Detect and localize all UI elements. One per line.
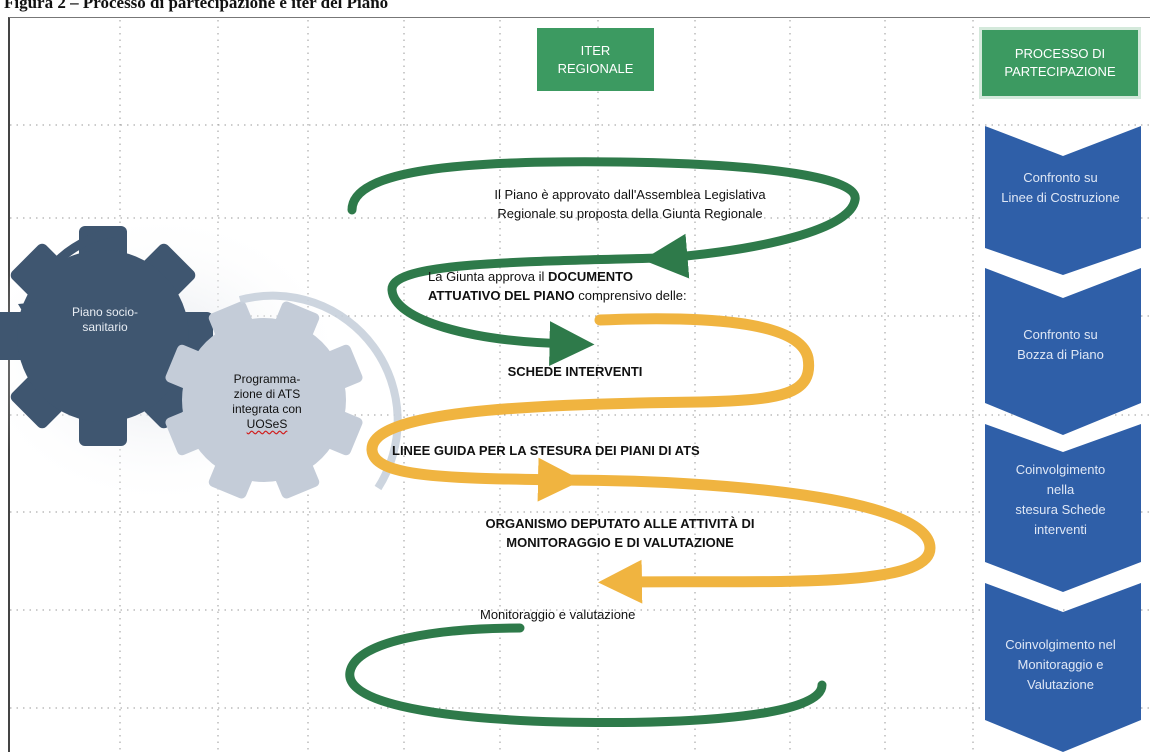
step-linee-guida: LINEE GUIDA PER LA STESURA DEI PIANI DI … <box>392 443 700 458</box>
step-giunta: La Giunta approva il DOCUMENTO ATTUATIVO… <box>428 269 687 303</box>
step-monitoraggio: Monitoraggio e valutazione <box>480 607 636 622</box>
processo-partecipazione-header: PROCESSO DI PARTECIPAZIONE <box>979 27 1141 99</box>
participation-header-line-1: PROCESSO DI <box>1014 46 1106 62</box>
step-approval: Il Piano è approvato dall'Assemblea Legi… <box>494 187 766 221</box>
small-gear-arrow <box>238 291 402 491</box>
chevron-4-text: Coinvolgimento nel Monitoraggio e Valuta… <box>1005 637 1116 693</box>
step-organismo: ORGANISMO DEPUTATO ALLE ATTIVITÀ DI MONI… <box>485 516 755 550</box>
figure-caption: Figura 2 – Processo di partecipazione e … <box>4 0 389 12</box>
small-gear <box>165 301 363 499</box>
step-schede-interventi: SCHEDE INTERVENTI <box>507 364 643 379</box>
iter-header-line-1: ITER <box>580 42 611 58</box>
participation-chevrons <box>985 126 1141 752</box>
large-gear-arrow <box>23 227 119 312</box>
chevron-3-text: Coinvolgimento nella stesura Schede inte… <box>1015 462 1106 538</box>
large-gear <box>0 226 213 446</box>
green-loops <box>345 157 860 728</box>
large-gear-label: Piano socio- sanitario <box>71 305 139 334</box>
small-gear-label: Programma- zione di ATS integrata con UO… <box>232 372 302 431</box>
chevron-2-text: Confronto su Bozza di Piano <box>1017 327 1104 363</box>
chevron-1-text: Confronto su Linee di Costruzione <box>1001 170 1120 206</box>
participation-header-line-2: PARTECIPAZIONE <box>1004 64 1116 79</box>
iter-header-line-2: REGIONALE <box>557 60 634 76</box>
iter-regionale-header: ITER REGIONALE <box>537 28 654 91</box>
orange-loops <box>366 313 936 604</box>
